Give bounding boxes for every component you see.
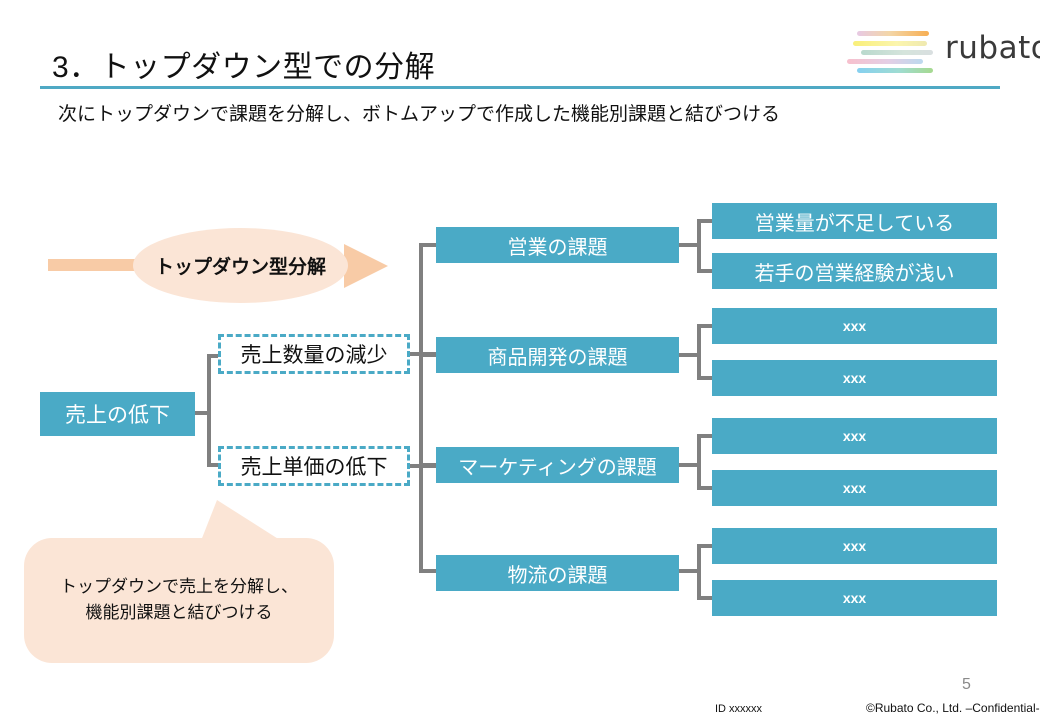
connector-root-vertical-b [207, 411, 211, 467]
node-branch-unitprice[interactable]: 売上単価の低下 [218, 446, 410, 486]
connector-leafgroup-3-vertical [697, 434, 701, 490]
connector-leafgroup-3-stub [679, 463, 701, 467]
connector-middle-stub-3 [419, 463, 438, 467]
callout-text: トップダウンで売上を分解し、 機能別課題と結びつける [24, 538, 334, 663]
logo-bar-4 [847, 59, 923, 64]
arrow-head [344, 244, 388, 288]
leaf-node-6[interactable]: xxx [712, 470, 997, 506]
node-product-dev-issue[interactable]: 商品開発の課題 [436, 337, 679, 373]
connector-leaf-5 [697, 434, 714, 438]
node-logistics-issue[interactable]: 物流の課題 [436, 555, 679, 591]
connector-leafgroup-2-vertical [697, 324, 701, 380]
connector-leafgroup-2-stub [679, 353, 701, 357]
logo-bar-1 [857, 31, 929, 36]
topdown-ellipse [133, 228, 348, 303]
connector-root-vertical [207, 354, 211, 415]
connector-middle-stub-2 [419, 353, 438, 357]
node-branch-volume[interactable]: 売上数量の減少 [218, 334, 410, 374]
leaf-node-4[interactable]: xxx [712, 360, 997, 396]
header-divider [40, 86, 1000, 89]
logo-bars-icon [845, 28, 937, 73]
connector-leaf-4 [697, 376, 714, 380]
callout-line-2: 機能別課題と結びつける [85, 602, 273, 623]
leaf-node-2[interactable]: 若手の営業経験が浅い [712, 253, 997, 289]
connector-leafgroup-1-stub [679, 243, 701, 247]
logo-bar-2 [853, 41, 927, 46]
leaf-node-5[interactable]: xxx [712, 418, 997, 454]
connector-leaf-8 [697, 596, 714, 600]
callout-bubble [24, 538, 334, 663]
logo-wordmark: rubato [945, 30, 1040, 66]
connector-middle-trunk [419, 243, 423, 573]
connector-leafgroup-1-vertical [697, 219, 701, 273]
connector-leafgroup-4-stub [679, 569, 701, 573]
connector-leaf-3 [697, 324, 714, 328]
node-marketing-issue[interactable]: マーケティングの課題 [436, 447, 679, 483]
rubato-logo: rubato [845, 26, 1040, 78]
connector-leafgroup-4-vertical [697, 544, 701, 600]
connector-leaf-1 [697, 219, 714, 223]
node-sales-issue[interactable]: 営業の課題 [436, 227, 679, 263]
connector-branch-1 [207, 354, 221, 358]
leaf-node-1[interactable]: 営業量が不足している [712, 203, 997, 239]
connector-leaf-2 [697, 269, 714, 273]
logo-bar-3 [861, 50, 933, 55]
connector-branch-2 [207, 463, 221, 467]
callout-line-1: トップダウンで売上を分解し、 [60, 577, 298, 597]
connector-middle-stub-1 [419, 243, 438, 247]
footer-copyright: ©Rubato Co., Ltd. –Confidential- [866, 701, 1040, 715]
page-number: 5 [962, 676, 971, 693]
footer-id: ID xxxxxx [715, 703, 763, 715]
connector-root-stub [195, 411, 211, 415]
connector-leaf-7 [697, 544, 714, 548]
leaf-node-3[interactable]: xxx [712, 308, 997, 344]
topdown-ellipse-label: トップダウン型分解 [154, 257, 326, 278]
page-subtitle: 次にトップダウンで課題を分解し、ボトムアップで作成した機能別課題と結びつける [58, 104, 781, 125]
logo-bar-5 [857, 68, 933, 73]
leaf-node-7[interactable]: xxx [712, 528, 997, 564]
connector-leaf-6 [697, 486, 714, 490]
page-title: 3．トップダウン型での分解 [52, 51, 436, 84]
connector-middle-stub-4 [419, 569, 438, 573]
leaf-node-8[interactable]: xxx [712, 580, 997, 616]
node-root[interactable]: 売上の低下 [40, 392, 195, 436]
